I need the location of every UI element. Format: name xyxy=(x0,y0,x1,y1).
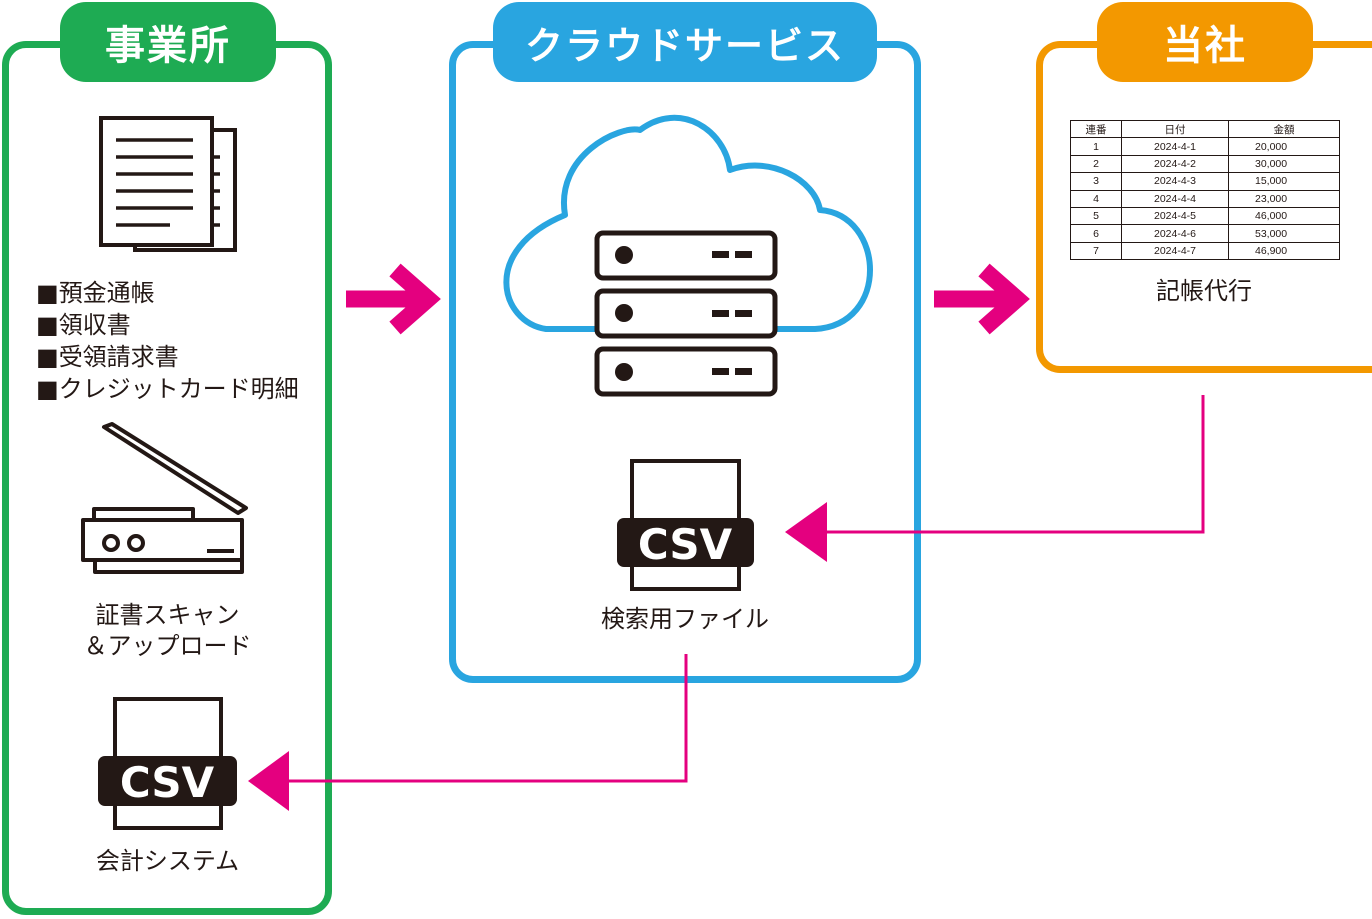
table-cell: 53,000 xyxy=(1228,224,1340,243)
table-row: 3 2024-4-3 15,000 xyxy=(1070,172,1340,191)
table-cell: 2024-4-2 xyxy=(1121,154,1229,174)
table-cell: 46,900 xyxy=(1228,241,1340,261)
table-cell: 2024-4-6 xyxy=(1121,224,1229,243)
arrow-company-to-cloud-csv-head xyxy=(785,502,827,562)
scan-upload-label-line1: 証書スキャン xyxy=(95,601,240,629)
column-header: 連番 xyxy=(1070,119,1122,139)
table-row: 7 2024-4-7 46,900 xyxy=(1070,241,1340,261)
table-row: 6 2024-4-6 53,000 xyxy=(1070,224,1340,243)
table-cell: 46,000 xyxy=(1228,206,1340,226)
table-cell: 30,000 xyxy=(1228,154,1340,174)
document-item: 預金通帳 xyxy=(36,277,299,309)
company-title: 当社 xyxy=(1097,2,1313,82)
document-item: 受領請求書 xyxy=(36,341,299,373)
office-title: 事業所 xyxy=(60,2,276,82)
arrow-company-to-cloud-csv xyxy=(820,395,1205,534)
document-item: 領収書 xyxy=(36,309,299,341)
document-item: クレジットカード明細 xyxy=(36,373,299,405)
scan-upload-label-line2: ＆アップロード xyxy=(83,632,252,660)
arrow-cloud-to-company-head xyxy=(978,263,1030,335)
arrow-office-to-cloud-head xyxy=(389,263,441,335)
search-file-label: 検索用ファイル xyxy=(601,605,769,633)
arrow-cloud-to-accounting xyxy=(282,654,688,783)
accounting-system-label: 会計システム xyxy=(95,847,240,875)
ledger-table: 連番 日付 金額 1 2024-4-1 20,000 2 2024-4-2 30… xyxy=(1070,119,1340,261)
csv-file-label: CSV xyxy=(120,758,215,807)
table-cell: 2024-4-7 xyxy=(1121,241,1229,261)
bookkeeping-service-label: 記帳代行 xyxy=(1156,277,1252,305)
csv-search-file-label: CSV xyxy=(638,520,733,569)
table-row: 2 2024-4-2 30,000 xyxy=(1070,154,1340,174)
cloud-service-title: クラウドサービス xyxy=(493,2,877,82)
table-header-row: 連番 日付 金額 xyxy=(1070,119,1340,139)
document-list: 預金通帳 領収書 受領請求書 クレジットカード明細 xyxy=(36,277,299,405)
arrow-cloud-to-accounting-head xyxy=(248,751,289,811)
